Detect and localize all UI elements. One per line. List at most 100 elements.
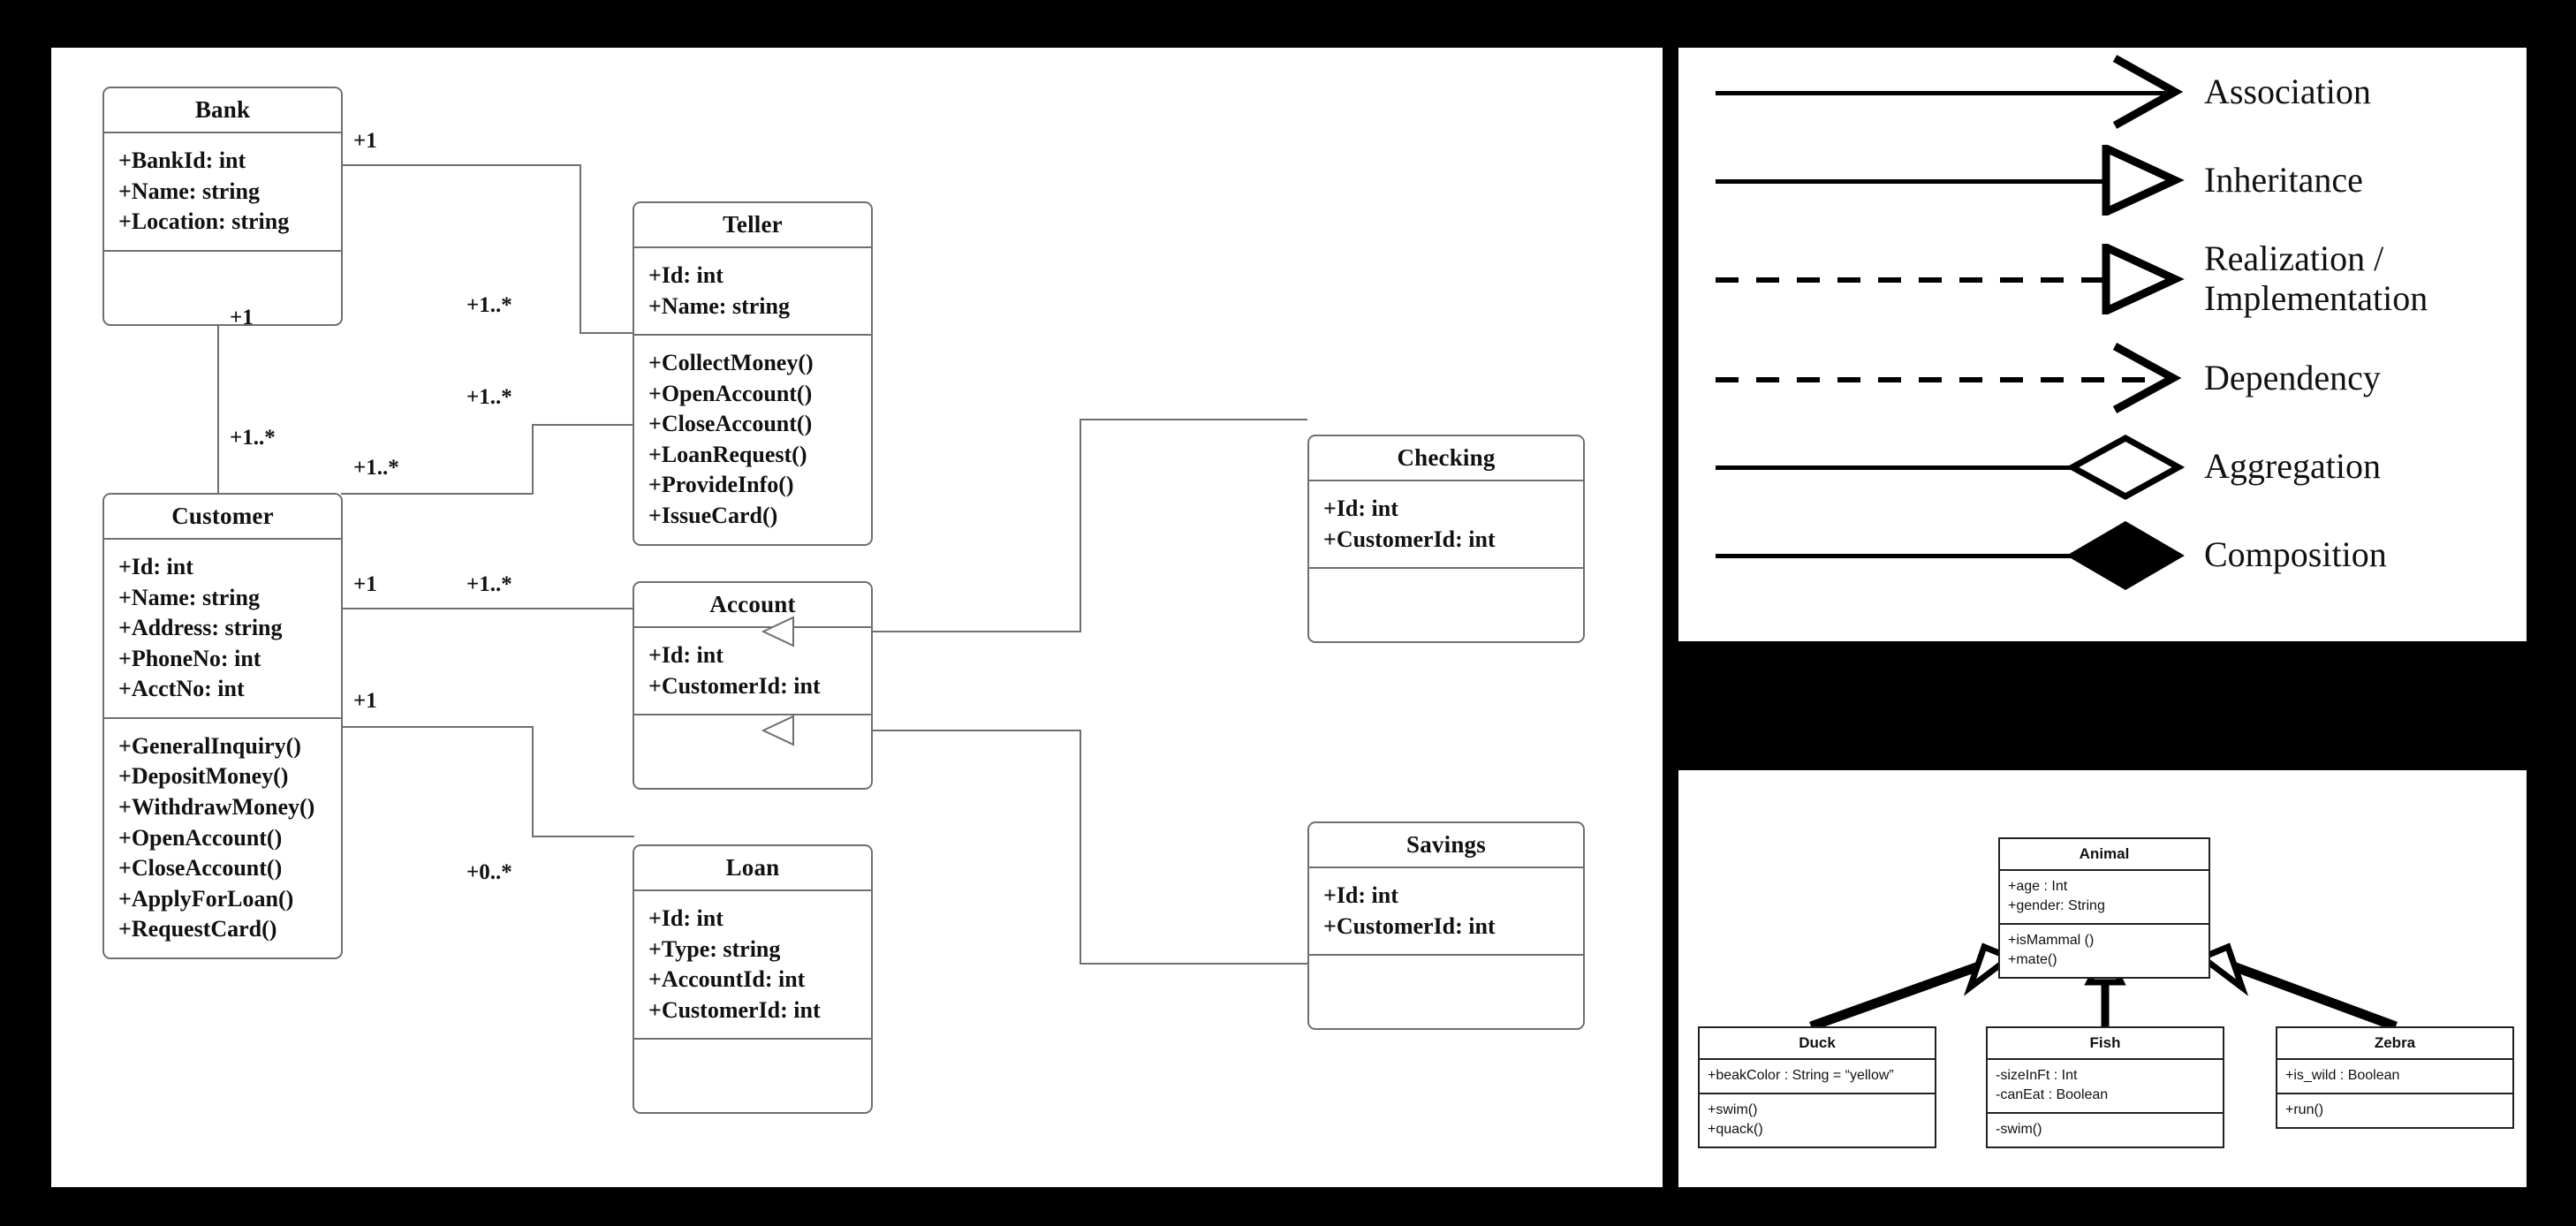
divider: [104, 132, 341, 133]
method: +run(): [2285, 1102, 2324, 1118]
method: -swim(): [1996, 1122, 2042, 1138]
attribute: +AccountId: int: [648, 966, 806, 993]
divider: [1309, 867, 1583, 868]
class-box-bank[interactable]: Bank +BankId: int +Name: string +Locatio…: [102, 87, 343, 326]
divider: [104, 716, 341, 719]
attributes-teller: +Id: int +Name: string: [634, 248, 871, 334]
legend-line-solid: [1716, 179, 2129, 184]
methods-duck: +swim() +quack(): [1700, 1094, 1935, 1147]
connector-customer-teller-v: [532, 424, 534, 495]
relationship-legend-panel: Association Inheritance Realization / Im…: [1678, 48, 2527, 641]
legend-line-solid: [1716, 465, 2106, 470]
hollow-triangle-icon: [2102, 145, 2185, 216]
method: +CollectMoney(): [648, 350, 814, 376]
class-box-customer[interactable]: Customer +Id: int +Name: string +Address…: [102, 493, 343, 959]
legend-item-composition: Composition: [1678, 511, 2527, 599]
legend-item-inheritance: Inheritance: [1678, 136, 2527, 224]
attributes-checking: +Id: int +CustomerId: int: [1309, 481, 1583, 567]
legend-label: Dependency: [2204, 357, 2381, 397]
method: +RequestCard(): [118, 916, 277, 942]
connector-customer-loan-h1: [341, 726, 534, 728]
multiplicity-customer-loan-dst: +0..*: [466, 860, 512, 884]
attribute: -canEat : Boolean: [1996, 1087, 2109, 1103]
connector-customer-loan-h2: [532, 836, 634, 837]
class-box-zebra[interactable]: Zebra +is_wild : Boolean +run(): [2276, 1026, 2514, 1130]
hollow-diamond-icon: [2067, 435, 2186, 500]
attributes-bank: +BankId: int +Name: string +Location: st…: [104, 133, 341, 250]
legend-glyph-association: [1678, 48, 2204, 136]
class-box-checking[interactable]: Checking +Id: int +CustomerId: int: [1307, 435, 1585, 644]
attributes-customer: +Id: int +Name: string +Address: string …: [104, 540, 341, 717]
class-name-fish: Fish: [2089, 1034, 2121, 1051]
connector-savings-account-h1: [790, 730, 1081, 731]
attributes-animal: +age : Int +gender: String: [2000, 871, 2209, 923]
connector-checking-account-h1: [790, 631, 1081, 632]
legend-glyph-realization: [1678, 224, 2204, 334]
divider: [634, 626, 871, 628]
legend-item-association: Association: [1678, 48, 2527, 136]
legend-item-aggregation: Aggregation: [1678, 422, 2527, 511]
divider: [2277, 1093, 2512, 1095]
attribute: +is_wild : Boolean: [2285, 1068, 2400, 1083]
methods-account: [634, 715, 871, 788]
attribute: +Address: string: [118, 615, 283, 641]
class-box-teller[interactable]: Teller +Id: int +Name: string +CollectMo…: [633, 201, 873, 546]
attribute: +AcctNo: int: [118, 676, 245, 702]
class-box-animal[interactable]: Animal +age : Int +gender: String +isMam…: [1998, 837, 2210, 980]
attribute: +Name: string: [118, 584, 260, 610]
methods-customer: +GeneralInquiry() +DepositMoney() +Withd…: [104, 719, 341, 957]
multiplicity-customer-account-src: +1: [353, 572, 377, 596]
connector-customer-account: [341, 608, 634, 609]
animal-class-diagram-panel: Animal +age : Int +gender: String +isMam…: [1678, 770, 2527, 1187]
legend-item-dependency: Dependency: [1678, 334, 2527, 422]
divider: [634, 714, 871, 716]
attribute: +BankId: int: [118, 148, 246, 173]
legend-line-solid: [1716, 91, 2166, 95]
class-box-savings[interactable]: Savings +Id: int +CustomerId: int: [1307, 821, 1585, 1031]
divider: [1700, 1058, 1935, 1060]
divider: [2277, 1058, 2512, 1060]
open-arrow-icon: [2112, 55, 2184, 129]
method: +GeneralInquiry(): [118, 732, 301, 759]
method: +CloseAccount(): [118, 855, 283, 882]
class-name-checking: Checking: [1397, 444, 1496, 471]
connector-checking-account-v: [1080, 419, 1081, 632]
class-name-duck: Duck: [1799, 1034, 1836, 1051]
methods-checking: [1309, 569, 1583, 641]
class-box-duck[interactable]: Duck +beakColor : String = “yellow” +swi…: [1698, 1026, 1936, 1149]
divider: [1309, 480, 1583, 481]
connector-savings-account-h2: [1080, 963, 1307, 965]
class-box-fish[interactable]: Fish -sizeInFt : Int -canEat : Boolean -…: [1986, 1026, 2224, 1149]
methods-fish: -swim(): [1988, 1114, 2223, 1147]
multiplicity-bank-teller-dst: +1..*: [466, 293, 512, 317]
divider: [634, 1038, 871, 1041]
divider: [1700, 1093, 1935, 1095]
connector-customer-teller-h1: [341, 493, 534, 495]
legend-glyph-inheritance: [1678, 136, 2204, 224]
attribute: -sizeInFt : Int: [1996, 1068, 2078, 1083]
connector-customer-teller-h2: [532, 424, 634, 426]
method: +DepositMoney(): [118, 763, 289, 790]
filled-diamond-icon: [2067, 521, 2185, 590]
divider: [634, 889, 871, 891]
legend-label: Association: [2204, 71, 2371, 111]
class-box-loan[interactable]: Loan +Id: int +Type: string +AccountId: …: [633, 844, 873, 1115]
legend-label: Aggregation: [2204, 445, 2381, 486]
attribute: +gender: String: [2008, 898, 2105, 914]
class-box-account[interactable]: Account +Id: int +CustomerId: int: [633, 581, 873, 791]
multiplicity-bank-customer-dst: +1..*: [230, 426, 276, 450]
divider: [634, 334, 871, 337]
multiplicity-bank-customer-src: +1: [230, 306, 254, 329]
attribute: +Id: int: [1323, 496, 1398, 521]
divider: [1988, 1058, 2223, 1060]
method: +OpenAccount(): [648, 380, 813, 406]
attribute: +Id: int: [1323, 882, 1398, 908]
method: +quack(): [1708, 1122, 1763, 1138]
methods-animal: +isMammal () +mate(): [2000, 925, 2209, 977]
attribute: +Id: int: [648, 262, 724, 288]
attribute: +Id: int: [648, 905, 724, 931]
legend-label: Composition: [2204, 534, 2387, 574]
connector-checking-account-h2: [1080, 419, 1307, 420]
class-name-savings: Savings: [1406, 831, 1486, 858]
divider: [2000, 869, 2209, 871]
